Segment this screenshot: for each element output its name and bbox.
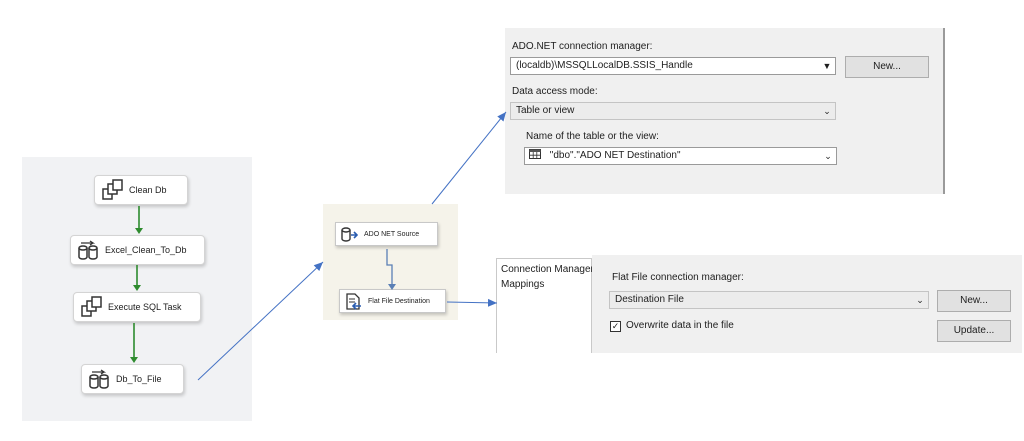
editor-nav-panel: Connection Manager Mappings [496,258,594,353]
task-clean-db[interactable]: Clean Db [94,175,188,205]
table-name-label: Name of the table or the view: [526,131,659,142]
task-label: Excel_Clean_To_Db [105,245,187,255]
task-label: Db_To_File [116,374,162,384]
new-connection-button[interactable]: New... [845,56,929,78]
update-button[interactable]: Update... [937,320,1011,342]
component-label: ADO NET Source [364,230,420,238]
control-flow-canvas: Clean Db Excel_Clean_To_Db Execute SQL T… [22,157,252,421]
sql-task-icon [81,296,102,317]
precedence-arrowhead [130,357,138,363]
flat-file-connection-value: Destination File [615,294,684,305]
task-label: Clean Db [129,185,167,195]
table-name-value: "dbo"."ADO NET Destination" [549,150,681,161]
task-execute-sql[interactable]: Execute SQL Task [73,292,201,322]
nav-item-mappings[interactable]: Mappings [501,279,545,290]
dropdown-arrow-icon[interactable]: ▼ [822,61,832,71]
connection-manager-value: (localdb)\MSSQLLocalDB.SSIS_Handle [516,60,693,71]
ado-net-source[interactable]: ADO NET Source [335,222,438,246]
data-flow-icon [89,369,109,389]
callout-arrow-to-data-flow [197,261,324,381]
overwrite-label: Overwrite data in the file [626,320,734,331]
ado-net-editor-panel: ADO.NET connection manager: (localdb)\MS… [505,28,945,194]
sql-task-icon [102,179,123,200]
table-icon [529,149,541,159]
component-label: Flat File Destination [368,297,430,305]
data-path-arrowhead [388,284,396,290]
precedence-arrowhead [133,285,141,291]
overwrite-checkbox[interactable]: ✓ [610,321,621,332]
nav-item-connection-manager[interactable]: Connection Manager [501,264,594,275]
new-flat-file-button[interactable]: New... [937,290,1011,312]
task-excel-clean-to-db[interactable]: Excel_Clean_To_Db [70,235,205,265]
table-name-dropdown[interactable]: "dbo"."ADO NET Destination" ⌄ [524,147,837,165]
data-path-arrow[interactable] [386,249,393,287]
data-access-mode-dropdown[interactable]: Table or view ⌄ [510,102,836,120]
chevron-down-icon[interactable]: ⌄ [824,151,832,161]
data-access-mode-value: Table or view [516,105,575,116]
chevron-down-icon[interactable]: ⌄ [823,106,831,116]
flat-file-destination[interactable]: Flat File Destination [339,289,446,313]
precedence-arrowhead [135,228,143,234]
flat-file-editor-panel: Flat File connection manager: Destinatio… [592,255,1022,353]
connection-manager-dropdown[interactable]: (localdb)\MSSQLLocalDB.SSIS_Handle ▼ [510,57,836,75]
flat-file-connection-label: Flat File connection manager: [612,272,744,283]
callout-arrow-to-ado-editor [431,111,507,205]
task-db-to-file[interactable]: Db_To_File [81,364,184,394]
callout-arrow-to-flat-file-editor [446,298,498,307]
database-source-icon [341,226,358,242]
task-label: Execute SQL Task [108,302,182,312]
flat-file-icon [346,292,361,310]
connection-manager-label: ADO.NET connection manager: [512,41,653,52]
data-flow-canvas: ADO NET Source Flat File Destination [323,204,458,320]
flat-file-connection-dropdown[interactable]: Destination File ⌄ [609,291,929,309]
data-access-mode-label: Data access mode: [512,86,598,97]
data-flow-icon [78,240,98,260]
chevron-down-icon[interactable]: ⌄ [916,295,924,305]
